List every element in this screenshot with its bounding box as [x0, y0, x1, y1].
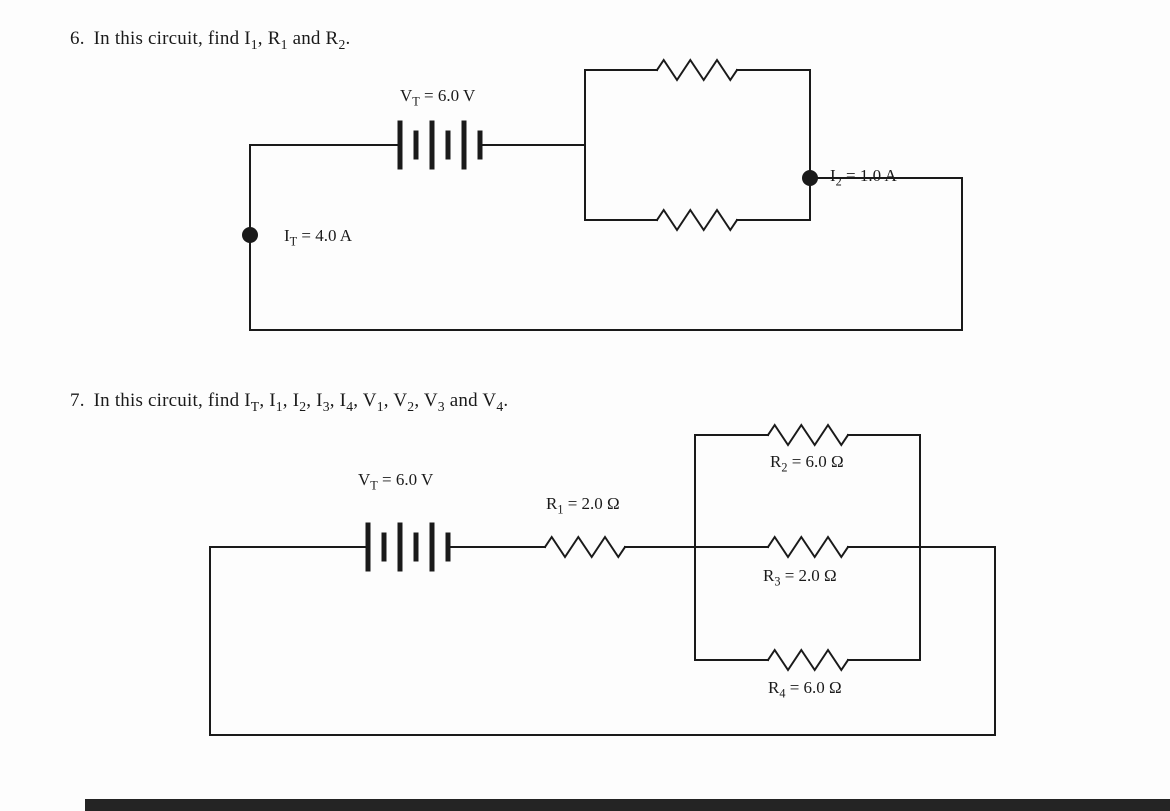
- battery-symbol: [365, 522, 451, 572]
- problem-6-number: 6.: [70, 28, 85, 49]
- wire-outer-loop: [209, 546, 996, 736]
- junction-dot-branch-current: [802, 170, 818, 186]
- problem-7-title: 7. In this circuit, find IT, I1, I2, I3, …: [70, 390, 508, 415]
- junction-dot-total-current: [242, 227, 258, 243]
- wire-outer-loop: [249, 144, 963, 331]
- battery-symbol: [397, 120, 483, 170]
- c7-r4-label: R4 = 6.0 Ω: [768, 678, 842, 701]
- circuit-6-diagram: [242, 58, 963, 331]
- page-bottom-edge: [85, 799, 1170, 811]
- c6-battery-voltage-label: VT = 6.0 V: [400, 86, 476, 109]
- problem-6-title: 6. In this circuit, find I1, R1 and R2.: [70, 28, 350, 53]
- resistor-zigzag-top: [655, 58, 739, 82]
- c7-battery-voltage-label: VT = 6.0 V: [358, 470, 434, 493]
- c7-r3-label: R3 = 2.0 Ω: [763, 566, 837, 589]
- problem-7-question: In this circuit, find IT, I1, I2, I3, I4…: [93, 390, 509, 414]
- c7-r2-label: R2 = 6.0 Ω: [770, 452, 844, 475]
- c7-r1-label: R1 = 2.0 Ω: [546, 494, 620, 517]
- resistor-zigzag-r1: [543, 535, 627, 559]
- problem-6-question: In this circuit, find I1, R1 and R2.: [93, 28, 351, 52]
- problem-7-number: 7.: [70, 390, 85, 411]
- resistor-zigzag-r2: [766, 423, 850, 447]
- c6-total-current-label: IT = 4.0 A: [284, 226, 353, 249]
- resistor-zigzag-r4: [766, 648, 850, 672]
- c6-branch-current-label: I2 = 1.0 A: [830, 166, 897, 189]
- resistor-zigzag-r3: [766, 535, 850, 559]
- circuit-7-diagram: [209, 423, 996, 736]
- resistor-zigzag-bottom: [655, 208, 739, 232]
